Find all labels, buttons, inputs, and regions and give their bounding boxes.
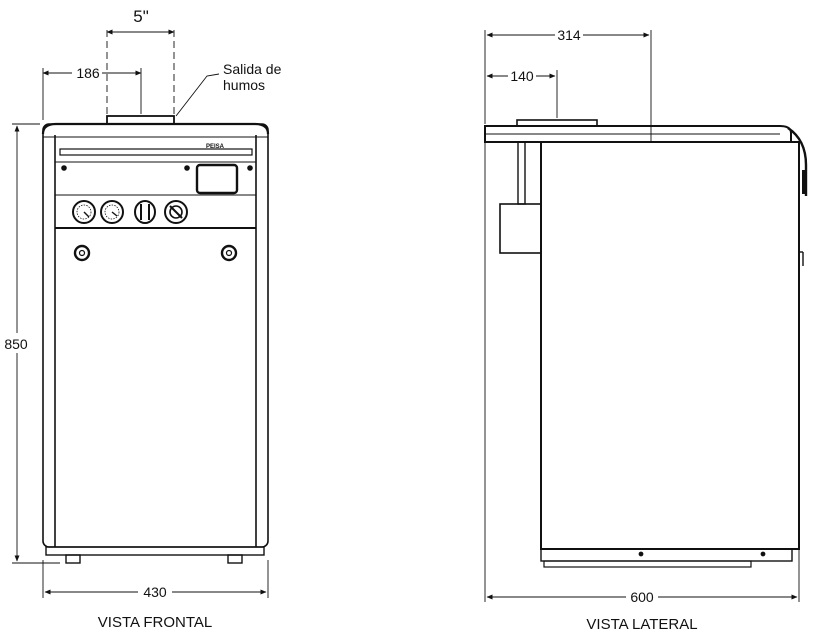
front-foot-left bbox=[65, 554, 81, 564]
caption-front-view: VISTA FRONTAL bbox=[98, 614, 212, 631]
side-panel-stem bbox=[517, 141, 526, 205]
front-screw-left bbox=[73, 244, 91, 262]
side-dimensions bbox=[484, 30, 800, 602]
side-cabinet bbox=[540, 141, 800, 550]
side-flue-outlet bbox=[516, 119, 598, 127]
front-cabinet bbox=[41, 122, 270, 548]
dim-front-offset: 186 bbox=[76, 65, 100, 81]
side-view bbox=[484, 119, 808, 568]
flue-outlet bbox=[106, 115, 175, 125]
control-panel bbox=[55, 161, 256, 229]
side-rear-cap bbox=[787, 127, 808, 196]
front-screw-right bbox=[220, 244, 238, 262]
dim-depth: 600 bbox=[630, 589, 654, 605]
front-foot-right bbox=[227, 554, 243, 564]
front-view bbox=[41, 115, 270, 564]
gauge-thermometer bbox=[72, 200, 96, 224]
dim-width: 430 bbox=[143, 584, 167, 600]
dim-height: 850 bbox=[4, 336, 28, 352]
display-window bbox=[195, 163, 239, 195]
top-strip bbox=[59, 148, 253, 156]
control-knob bbox=[134, 200, 156, 224]
flue-label-line2: humos bbox=[223, 77, 265, 93]
side-base bbox=[540, 548, 793, 562]
dim-flue-diameter: 5" bbox=[133, 7, 149, 26]
flue-label-line1: Salida de bbox=[223, 61, 282, 77]
front-base bbox=[45, 546, 265, 556]
brand-logo: PEISA bbox=[206, 144, 225, 150]
dim-side-offset-a: 314 bbox=[557, 27, 581, 43]
side-foot bbox=[543, 560, 752, 568]
selector-knob bbox=[164, 200, 188, 224]
dim-side-offset-b: 140 bbox=[510, 68, 534, 84]
caption-side-view: VISTA LATERAL bbox=[586, 616, 697, 633]
side-control-box bbox=[499, 203, 542, 254]
gauge-pressure bbox=[100, 200, 124, 224]
